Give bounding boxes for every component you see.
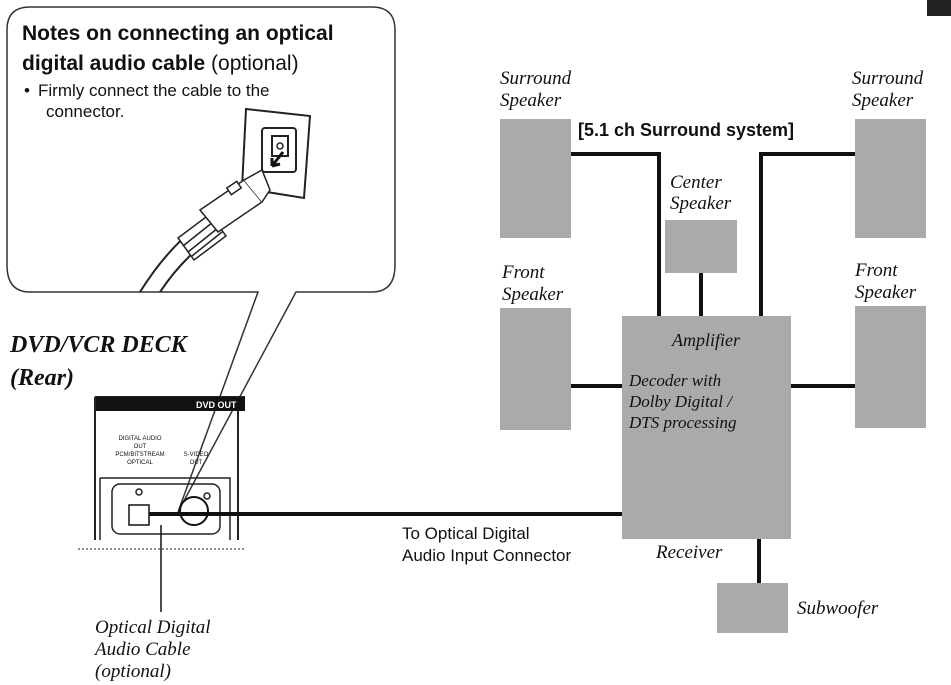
optical-port-label-2: OUT [134, 444, 147, 450]
callout-title-optional: (optional) [205, 52, 298, 75]
connection-label-1: To Optical Digital [402, 524, 530, 543]
front-right-speaker [855, 306, 926, 428]
wire-surround-right [759, 152, 855, 316]
receiver-label: Receiver [655, 542, 723, 563]
deck-panel-header-text: DVD OUT [196, 400, 237, 410]
optical-port-label-4: OPTICAL [127, 460, 153, 466]
front-left-label-2: Speaker [502, 284, 564, 305]
svideo-port [179, 496, 209, 526]
cable-label-3: (optional) [95, 661, 171, 682]
front-left-speaker [500, 308, 571, 430]
system-title: [5.1 ch Surround system] [578, 120, 794, 140]
optical-port-label-3: PCM/BITSTREAM [115, 452, 164, 458]
center-label-2: Speaker [670, 193, 732, 214]
page-corner-tab [927, 0, 951, 16]
svideo-port-label-2: OUT [190, 460, 203, 466]
connection-label-2: Audio Input Connector [402, 546, 572, 565]
receiver-box [622, 316, 791, 539]
center-label-1: Center [670, 172, 722, 193]
deck-subtitle: (Rear) [10, 365, 74, 391]
callout-bullet: • [24, 81, 30, 100]
subwoofer-label: Subwoofer [797, 598, 879, 619]
callout-note-line1: Firmly connect the cable to the [38, 81, 270, 100]
callout-note-line2: connector. [46, 102, 124, 121]
surround-left-label-1: Surround [500, 68, 572, 89]
surround-left-label-2: Speaker [500, 90, 562, 111]
optical-port-label-1: DIGITAL AUDIO [118, 436, 161, 442]
deck-panel-header [96, 397, 245, 411]
cable-label-1: Optical Digital [95, 617, 211, 638]
deck-title: DVD/VCR DECK [9, 332, 189, 358]
amplifier-label: Amplifier [671, 330, 741, 350]
surround-right-label-1: Surround [852, 68, 924, 89]
decoder-label-1: Decoder with [628, 371, 721, 390]
front-right-label-2: Speaker [855, 282, 917, 303]
cable-label-2: Audio Cable [93, 639, 191, 660]
front-left-label-1: Front [501, 262, 545, 283]
center-speaker [665, 220, 737, 273]
surround-left-speaker [500, 119, 571, 238]
deck-rear-panel: DVD OUT DIGITAL AUDIO OUT PCM/BITSTREAM … [78, 396, 245, 550]
surround-right-label-2: Speaker [852, 90, 914, 111]
wire-surround-left [571, 152, 661, 316]
callout-title-bold: digital audio cable [22, 52, 205, 75]
subwoofer-box [717, 583, 788, 633]
wiring [149, 152, 855, 612]
surround-right-speaker [855, 119, 926, 238]
callout-box: Notes on connecting an optical digital a… [6, 6, 396, 513]
svideo-port-label-1: S-VIDEO [184, 452, 209, 458]
decoder-label-2: Dolby Digital / [628, 392, 734, 411]
front-right-label-1: Front [854, 260, 898, 281]
decoder-label-3: DTS processing [628, 413, 737, 432]
callout-title-line1: Notes on connecting an optical [22, 22, 334, 45]
callout-title-line2: digital audio cable (optional) [22, 52, 299, 75]
optical-port [128, 504, 150, 526]
optical-connector-illustration [139, 107, 312, 293]
